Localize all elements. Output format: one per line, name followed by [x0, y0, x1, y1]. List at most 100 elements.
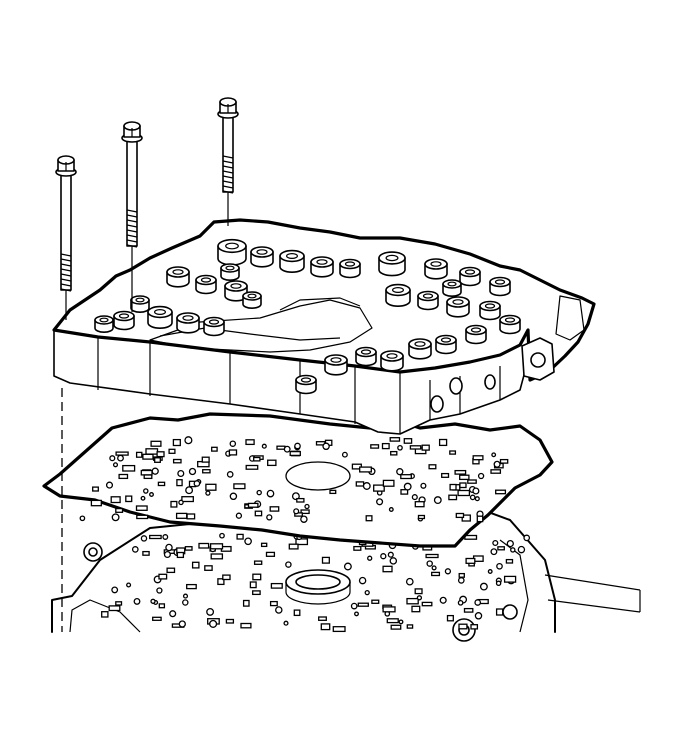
passage-hole: [411, 605, 421, 613]
passage-hole: [172, 458, 182, 464]
passage-hole: [165, 543, 173, 552]
valve-spool-icon: [220, 263, 240, 281]
passage-hole: [295, 538, 309, 546]
valve-spool-icon: [459, 266, 481, 287]
valve-spool-icon: [442, 279, 462, 297]
passage-hole: [421, 444, 430, 451]
passage-hole: [182, 593, 189, 599]
passage-hole: [175, 512, 188, 519]
passage-hole: [117, 454, 124, 462]
passage-hole: [517, 545, 526, 554]
passage-hole: [270, 582, 283, 589]
valve-spool-icon: [380, 350, 404, 372]
passage-hole: [358, 576, 367, 585]
passage-hole: [294, 442, 301, 450]
passage-hole: [158, 603, 166, 609]
passage-hole: [386, 618, 399, 624]
passage-hole: [150, 440, 162, 447]
passage-hole: [496, 562, 503, 570]
passage-hole: [353, 545, 362, 551]
passage-hole: [140, 469, 153, 476]
passage-hole: [354, 611, 359, 617]
valve-spool-icon: [446, 296, 470, 318]
passage-hole: [140, 535, 148, 542]
passage-hole: [490, 469, 502, 474]
passage-hole: [495, 580, 502, 587]
passage-hole: [343, 562, 352, 571]
passage-hole: [149, 534, 162, 540]
passage-hole: [300, 509, 310, 515]
passage-hole: [441, 472, 450, 478]
valve-spool-icon: [310, 256, 334, 278]
passage-hole: [135, 505, 148, 511]
passage-hole: [205, 490, 211, 496]
passage-hole: [293, 508, 300, 515]
passage-hole: [490, 548, 498, 556]
passage-hole: [459, 482, 467, 489]
passage-hole: [166, 567, 176, 574]
passage-hole: [142, 550, 150, 556]
passage-hole: [444, 568, 452, 575]
passage-hole: [143, 474, 153, 480]
passage-hole: [476, 515, 484, 523]
passage-hole: [186, 583, 197, 590]
valve-spool-icon: [339, 258, 361, 279]
case-passages: [101, 532, 531, 633]
gasket-passages: [79, 436, 509, 523]
passage-hole: [217, 578, 225, 586]
passage-hole: [491, 452, 497, 458]
passage-hole: [397, 444, 403, 451]
passage-hole: [133, 597, 141, 605]
passage-hole: [396, 468, 404, 476]
passage-hole: [229, 492, 238, 501]
passage-hole: [193, 480, 201, 487]
passage-hole: [283, 445, 291, 453]
passage-hole: [403, 438, 413, 444]
passage-hole: [409, 445, 422, 450]
valve-spool-icon: [295, 374, 317, 395]
passage-hole: [454, 469, 467, 475]
passage-hole: [467, 479, 477, 484]
passage-hole: [414, 588, 423, 595]
bolt-icon: [55, 155, 77, 320]
passage-hole: [414, 501, 425, 508]
passage-hole: [163, 550, 171, 559]
passage-hole: [150, 598, 156, 604]
passage-hole: [209, 619, 218, 628]
passage-hole: [143, 488, 149, 494]
passage-hole: [465, 557, 476, 564]
passage-hole: [201, 456, 210, 463]
passage-hole: [289, 450, 301, 457]
passage-hole: [464, 534, 478, 540]
passage-hole: [267, 459, 277, 467]
passage-hole: [293, 609, 301, 617]
passage-hole: [181, 496, 194, 503]
valve-spool-icon: [176, 312, 200, 334]
passage-hole: [283, 620, 289, 626]
passage-hole: [499, 458, 509, 464]
passage-hole: [178, 620, 186, 628]
passage-hole: [176, 551, 185, 559]
passage-hole: [90, 499, 102, 507]
passage-hole: [376, 498, 384, 506]
valve-spool-icon: [499, 314, 521, 335]
passage-hole: [458, 572, 465, 578]
passage-hole: [108, 605, 121, 612]
valve-body-port-icon: [484, 374, 496, 390]
passage-hole: [122, 464, 136, 472]
passage-hole: [497, 546, 505, 551]
case-boss-icon: [452, 618, 476, 642]
passage-hole: [390, 624, 402, 630]
passage-hole: [240, 622, 252, 629]
passage-hole: [459, 474, 470, 481]
valve-spool-icon: [130, 295, 150, 313]
passage-hole: [228, 449, 238, 456]
passage-hole: [296, 497, 305, 503]
valve-spool-icon: [355, 346, 377, 367]
passage-hole: [169, 610, 177, 618]
valve-spool-icon: [479, 300, 501, 321]
passage-hole: [400, 474, 412, 480]
passage-hole: [428, 464, 437, 470]
bolts: [55, 97, 239, 320]
passage-hole: [209, 543, 224, 550]
